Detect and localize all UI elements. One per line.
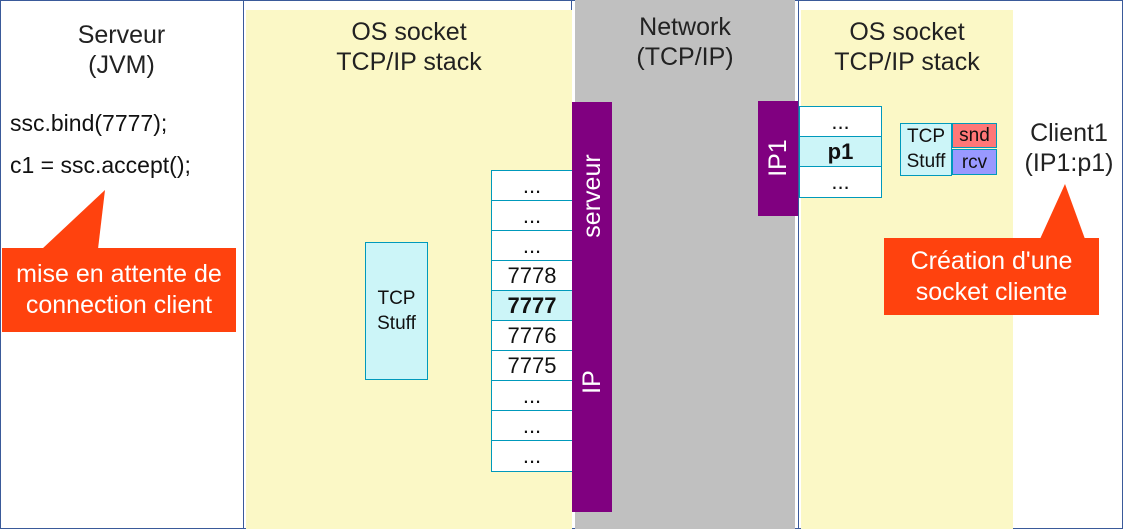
- server-port-cell: 7775: [492, 351, 572, 381]
- separator-server: [243, 0, 244, 529]
- server-port-cell: ...: [492, 201, 572, 231]
- server-os-title-line2: TCP/IP stack: [336, 48, 482, 76]
- client-port-table: ...p1...: [799, 106, 882, 198]
- server-callout: mise en attente de connection client: [2, 248, 236, 332]
- network-title: Network (TCP/IP): [575, 12, 795, 72]
- client-tcp-label-box: TCP Stuff: [900, 123, 952, 176]
- server-title-line2: (JVM): [88, 51, 155, 79]
- server-port-cell: ...: [492, 411, 572, 441]
- server-os-title-line1: OS socket: [351, 18, 467, 46]
- client-tcp-line2: Stuff: [906, 151, 946, 172]
- server-ip-bar: [572, 102, 612, 512]
- client-title: Client1 (IP1:p1): [1013, 118, 1123, 178]
- client-callout: Création d'une socket cliente: [884, 238, 1099, 315]
- server-title: Serveur (JVM): [0, 20, 243, 80]
- client-os-title-line1: OS socket: [849, 18, 965, 46]
- client-port-cell: ...: [800, 107, 881, 137]
- server-callout-pointer: [42, 190, 105, 249]
- server-callout-line1: mise en attente de: [16, 260, 222, 288]
- client-callout-line2: socket cliente: [915, 277, 1068, 306]
- server-port-cell: ...: [492, 381, 572, 411]
- server-port-cell: ...: [492, 171, 572, 201]
- snd-buffer: snd: [952, 123, 997, 148]
- code-accept: c1 = ssc.accept();: [10, 152, 191, 178]
- server-port-cell: ...: [522, 443, 542, 468]
- client-port-cell: ...: [831, 169, 850, 194]
- client-callout-pointer: [1040, 184, 1085, 239]
- server-tcp-stuff: TCP Stuff: [365, 242, 428, 380]
- server-callout-shape: [2, 190, 236, 332]
- server-port-cell: ...: [492, 231, 572, 261]
- client-callout-box: [884, 238, 1099, 315]
- code-bind: ssc.bind(7777);: [10, 110, 168, 136]
- client-port-cell: p1: [800, 137, 881, 167]
- server-callout-box: [2, 248, 236, 332]
- network-title-line2: (TCP/IP): [636, 43, 734, 71]
- server-tcp-line1: TCP: [377, 288, 416, 309]
- rcv-buffer: rcv: [952, 149, 997, 175]
- server-port-cell: 7776: [492, 321, 572, 351]
- client-tcp-stuff: TCP Stuff snd rcv: [900, 123, 997, 176]
- server-title-line1: Serveur: [77, 21, 166, 49]
- client-ip-label: IP1: [764, 139, 792, 177]
- server-port-cell: 7778: [492, 261, 572, 291]
- client-os-title: OS socket TCP/IP stack: [801, 17, 1013, 77]
- client-title-line2: (IP1:p1): [1024, 149, 1114, 177]
- client-ip-bar: [758, 101, 798, 216]
- separator-network-right: [798, 0, 799, 529]
- client-title-line1: Client1: [1030, 119, 1108, 147]
- client-tcp-line1: TCP: [907, 126, 945, 147]
- server-port-cell: 7777: [492, 291, 572, 321]
- server-tcp-line2: Stuff: [377, 313, 416, 334]
- network-title-line1: Network: [639, 13, 731, 41]
- server-bar-label: serveur: [578, 154, 606, 238]
- server-callout-line2: connection client: [25, 291, 213, 319]
- server-ip-label: IP: [578, 370, 606, 394]
- client-callout-line1: Création d'une: [910, 246, 1073, 275]
- client-os-title-line2: TCP/IP stack: [834, 48, 980, 76]
- server-os-title: OS socket TCP/IP stack: [246, 17, 572, 77]
- client-callout-shape: [884, 184, 1099, 315]
